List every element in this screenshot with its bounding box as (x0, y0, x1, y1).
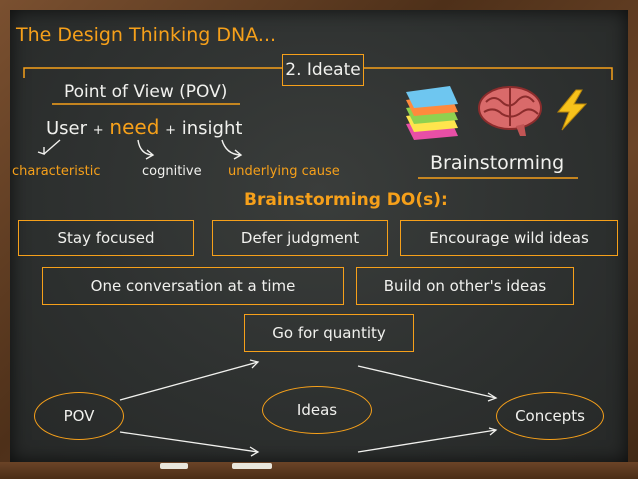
step-box: 2. Ideate (282, 54, 364, 86)
label-underlying-cause: underlying cause (228, 164, 340, 179)
page-title: The Design Thinking DNA... (16, 24, 277, 46)
flow-node-concepts: Concepts (496, 392, 604, 440)
rule-box: Build on other's ideas (356, 267, 574, 305)
brainstorming-label: Brainstorming (430, 152, 565, 174)
rule-box: Encourage wild ideas (400, 220, 618, 256)
formula-need: need (109, 115, 160, 139)
label-cognitive: cognitive (142, 164, 202, 179)
formula-plus: + (165, 123, 177, 138)
chalk-piece (160, 463, 188, 469)
lightning-icon (556, 89, 588, 131)
rule-box: One conversation at a time (42, 267, 344, 305)
flow-node-pov: POV (34, 392, 124, 440)
formula-plus: + (92, 123, 104, 138)
brain-icon (478, 86, 542, 136)
label-characteristic: characteristic (12, 164, 101, 179)
rule-box: Defer judgment (212, 220, 388, 256)
rule-box: Go for quantity (244, 314, 414, 352)
chalk-piece (232, 463, 272, 469)
formula-insight: insight (181, 118, 243, 139)
flow-node-ideas: Ideas (262, 386, 372, 434)
chalk-tray (0, 462, 638, 479)
pov-formula: User + need + insight (46, 115, 242, 139)
dos-heading: Brainstorming DO(s): (244, 190, 448, 210)
pov-heading: Point of View (POV) (64, 82, 228, 102)
formula-user: User (46, 118, 88, 139)
sticky-notes-icon (406, 86, 458, 140)
rule-box: Stay focused (18, 220, 194, 256)
